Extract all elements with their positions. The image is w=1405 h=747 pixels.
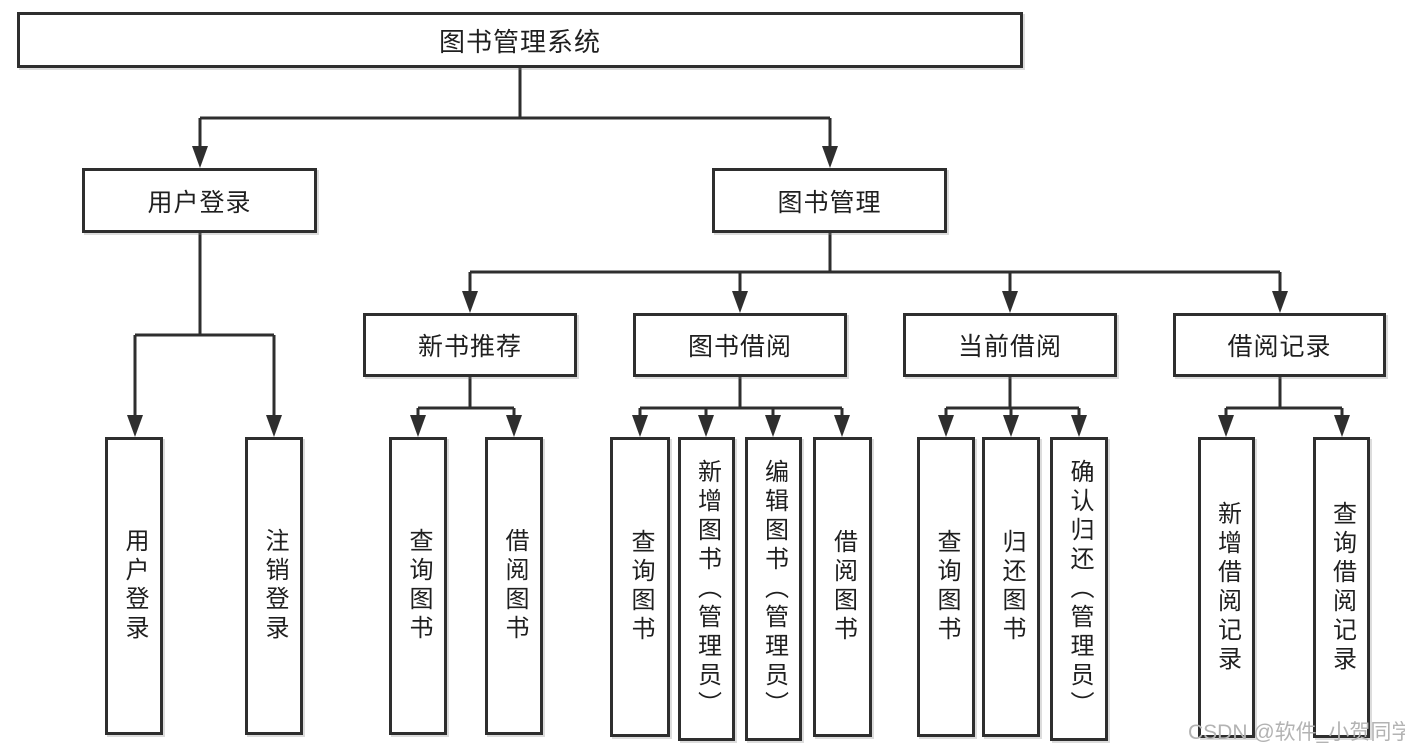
arrowheads <box>127 146 1350 437</box>
node-book-system: 图书管理系统 <box>17 12 1023 68</box>
arrow-down-icon <box>732 291 748 313</box>
arrow-down-icon <box>127 415 143 437</box>
leaf-query-books-1: 查询图书 <box>389 437 447 735</box>
arrow-down-icon <box>462 291 478 313</box>
leaf-borrow-books-1-label: 借阅图书 <box>501 528 528 644</box>
arrow-down-icon <box>1071 415 1087 437</box>
leaf-user-login-label: 用户登录 <box>121 528 148 644</box>
arrow-down-icon <box>266 415 282 437</box>
leaf-query-books-2: 查询图书 <box>610 437 670 737</box>
arrow-down-icon <box>1003 415 1019 437</box>
leaf-confirm-return-admin: 确认归还（管理员） <box>1050 437 1108 741</box>
connector-current-borrow <box>944 377 1081 421</box>
connector-new-book-recommend <box>416 377 516 421</box>
node-book-management: 图书管理 <box>712 168 947 233</box>
arrow-down-icon <box>822 146 838 168</box>
leaf-confirm-return-admin-label: 确认归还（管理员） <box>1066 458 1093 720</box>
leaf-return-book-label: 归还图书 <box>998 529 1025 645</box>
leaf-query-borrow-record-label: 查询借阅记录 <box>1328 500 1356 675</box>
arrow-down-icon <box>1272 291 1288 313</box>
arrow-down-icon <box>834 415 850 437</box>
leaf-query-books-3: 查询图书 <box>917 437 975 737</box>
leaf-query-borrow-record: 查询借阅记录 <box>1313 437 1370 738</box>
leaf-add-book-admin: 新增图书（管理员） <box>678 437 735 741</box>
node-new-book-recommend: 新书推荐 <box>363 313 577 377</box>
node-book-borrow: 图书借阅 <box>633 313 847 377</box>
leaf-logout-label: 注销登录 <box>261 528 288 644</box>
node-user-login: 用户登录 <box>82 168 317 233</box>
leaf-add-book-admin-label: 新增图书（管理员） <box>693 458 721 720</box>
leaf-query-books-3-label: 查询图书 <box>933 529 960 645</box>
watermark: CSDN @软件_小贺同学 <box>1188 721 1405 744</box>
arrow-down-icon <box>938 415 954 437</box>
connector-book-borrow <box>638 377 844 421</box>
leaf-borrow-books-2-label: 借阅图书 <box>829 529 857 645</box>
leaf-edit-book-admin-label: 编辑图书（管理员） <box>760 458 788 720</box>
connector-root <box>198 68 832 150</box>
arrow-down-icon <box>1218 415 1234 437</box>
leaf-query-books-2-label: 查询图书 <box>627 529 654 645</box>
node-borrow-records: 借阅记录 <box>1173 313 1386 377</box>
arrow-down-icon <box>410 415 426 437</box>
leaf-add-borrow-record: 新增借阅记录 <box>1198 437 1255 738</box>
arrow-down-icon <box>1002 291 1018 313</box>
leaf-edit-book-admin: 编辑图书（管理员） <box>745 437 802 741</box>
leaf-add-borrow-record-label: 新增借阅记录 <box>1213 500 1241 675</box>
leaf-user-login: 用户登录 <box>105 437 163 735</box>
arrow-down-icon <box>506 415 522 437</box>
leaf-return-book: 归还图书 <box>982 437 1040 737</box>
connector-user-login <box>133 233 276 419</box>
arrow-down-icon <box>632 415 648 437</box>
leaf-borrow-books-2: 借阅图书 <box>813 437 872 737</box>
arrow-down-icon <box>765 415 781 437</box>
connector-borrow-records <box>1224 377 1344 421</box>
leaf-borrow-books-1: 借阅图书 <box>485 437 543 735</box>
arrow-down-icon <box>698 415 714 437</box>
node-current-borrow: 当前借阅 <box>903 313 1117 377</box>
arrow-down-icon <box>192 146 208 168</box>
leaf-logout: 注销登录 <box>245 437 303 735</box>
leaf-query-books-1-label: 查询图书 <box>405 528 432 644</box>
connector-book-management <box>468 233 1282 295</box>
arrow-down-icon <box>1334 415 1350 437</box>
